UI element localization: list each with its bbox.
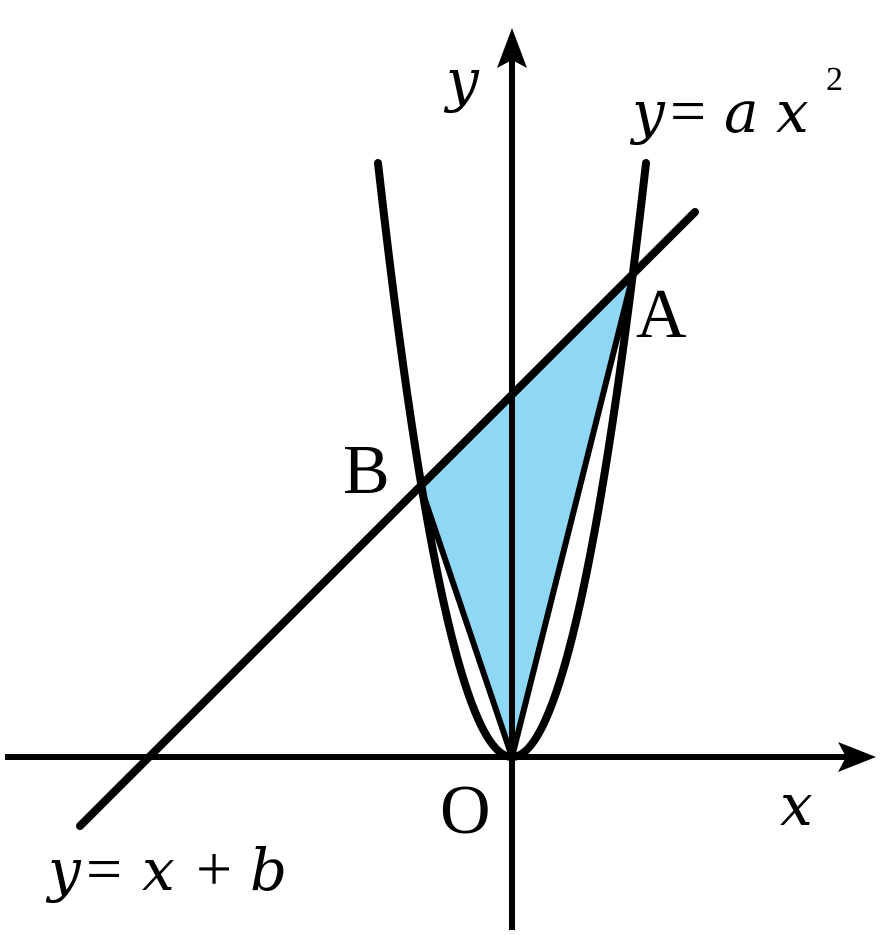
y-axis-arrow-icon [497,28,527,68]
svg-text:y: y [45,836,82,904]
svg-text:=: = [86,833,122,904]
svg-text:y: y [629,78,666,146]
svg-text:a: a [724,78,759,146]
line-equation-label: y = x + b [45,833,287,904]
svg-text:x: x [776,78,809,146]
origin-label: O [440,772,491,849]
point-a-label: A [636,276,687,353]
parabola-curve [374,159,650,761]
svg-text:b: b [250,836,287,904]
svg-text:x: x [142,836,175,904]
point-b-label: B [343,432,390,509]
parabola-equation-label: y = a x 2 [629,61,843,146]
svg-text:+: + [196,833,232,904]
x-axis-label: x [780,771,813,839]
x-axis-arrow-icon [838,742,876,772]
svg-text:2: 2 [826,61,843,98]
line-graph [76,208,699,830]
y-axis-label: y [443,46,480,114]
svg-text:=: = [670,75,706,146]
